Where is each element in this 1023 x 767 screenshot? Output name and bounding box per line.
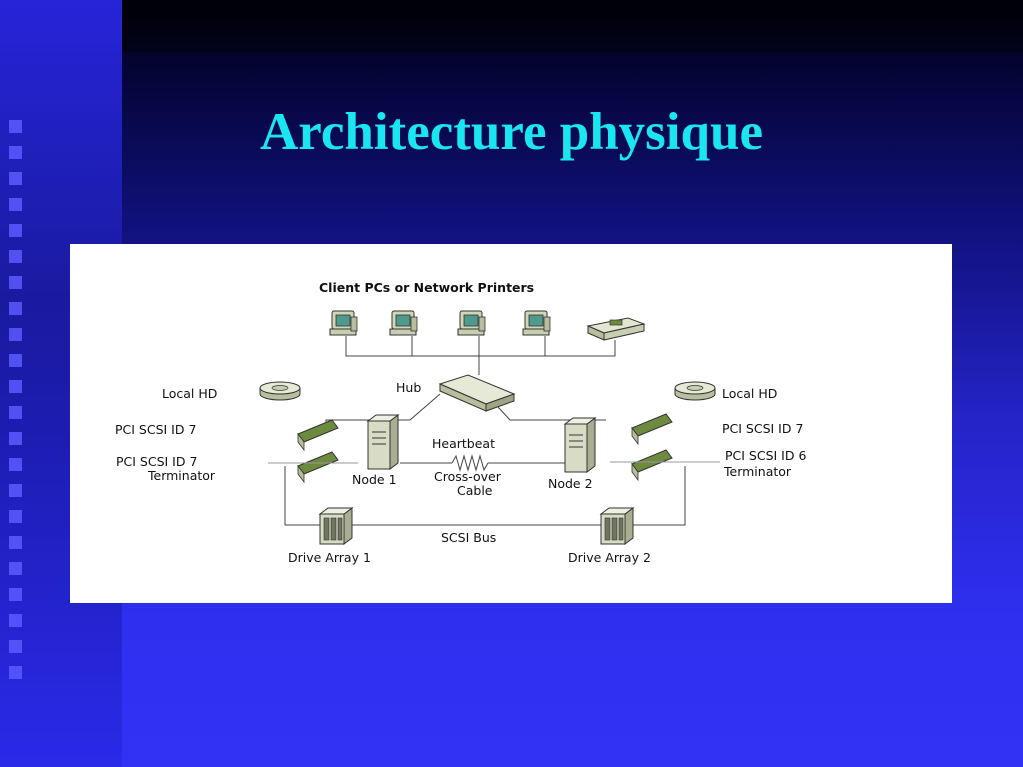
scsi-bus-label: SCSI Bus [441, 530, 496, 545]
crossover-label-line2: Cable [457, 483, 493, 498]
clients-header: Client PCs or Network Printers [319, 280, 534, 295]
crossover-label-line1: Cross-over [434, 469, 502, 484]
left-pci-card-top-icon [297, 419, 339, 451]
right-pci-card-bottom-icon [631, 449, 673, 481]
client-network-lines [345, 336, 616, 375]
client-pc-icon [522, 310, 551, 336]
drive-array2-icon [600, 507, 634, 545]
client-pc-icon [329, 310, 358, 336]
slide-title: Architecture physique [259, 103, 763, 161]
right-pci-scsi-bottom-label: PCI SCSI ID 6 [725, 448, 806, 463]
node1-icon [367, 414, 399, 470]
left-local-hd-label: Local HD [162, 386, 217, 401]
scsi-bus-lines [284, 466, 686, 526]
decorative-squares [9, 120, 27, 692]
network-diagram: Client PCs or Network Printers Hub Local… [70, 244, 952, 603]
right-terminator-label: Terminator [723, 464, 792, 479]
left-pci-card-bottom-icon [297, 451, 339, 483]
crossover-cable [400, 454, 570, 472]
left-pci-scsi-top-label: PCI SCSI ID 7 [115, 422, 196, 437]
right-local-hd-label: Local HD [722, 386, 777, 401]
drive-array2-label: Drive Array 2 [568, 550, 651, 565]
right-pci-card-top-icon [631, 413, 673, 445]
hub-icon [438, 374, 516, 412]
left-terminator-label: Terminator [147, 468, 216, 483]
left-local-hd-icon [259, 381, 301, 401]
drive-array1-icon [319, 507, 353, 545]
node2-label: Node 2 [548, 476, 593, 491]
heartbeat-label: Heartbeat [432, 436, 495, 451]
drive-array1-label: Drive Array 1 [288, 550, 371, 565]
left-pci-scsi-bottom-label: PCI SCSI ID 7 [116, 454, 197, 469]
node1-label: Node 1 [352, 472, 397, 487]
client-pc-icon [457, 310, 486, 336]
right-local-hd-icon [674, 381, 716, 401]
right-pci-scsi-top-label: PCI SCSI ID 7 [722, 421, 803, 436]
node2-icon [564, 417, 596, 473]
hub-label: Hub [396, 380, 421, 395]
network-printer-icon [586, 317, 646, 341]
slide-top-strip [122, 0, 1023, 52]
client-pc-icon [389, 310, 418, 336]
